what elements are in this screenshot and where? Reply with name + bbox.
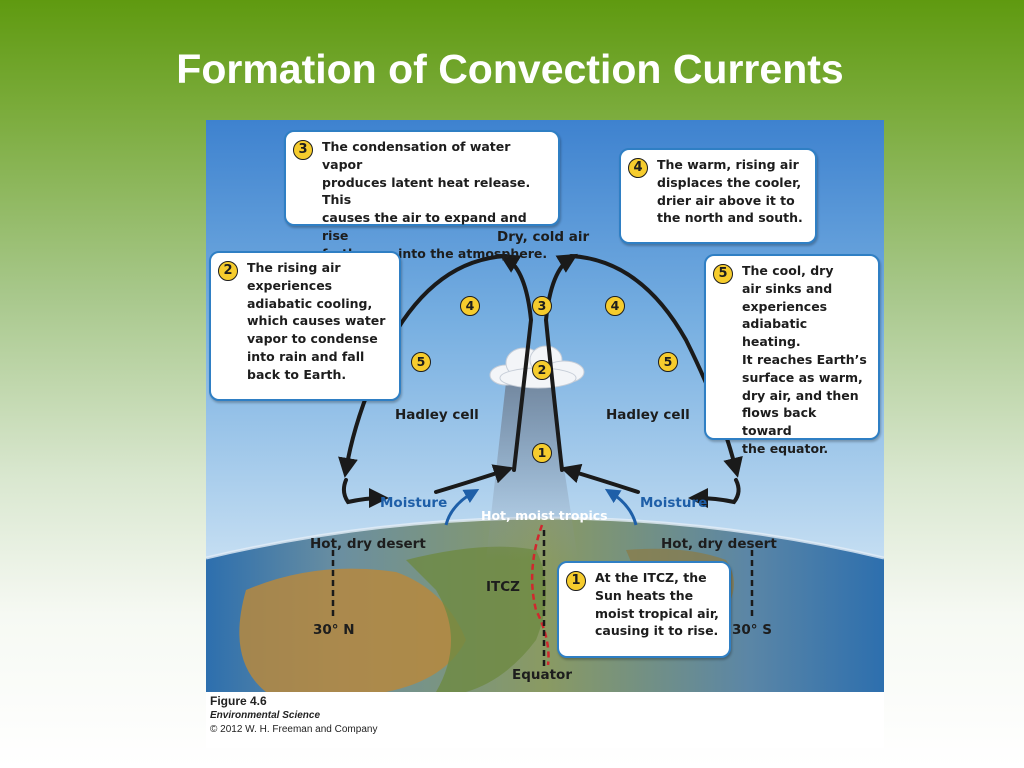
itcz-label: ITCZ — [486, 579, 520, 595]
moisture-arrow-left — [444, 489, 480, 526]
marker-4-left: 4 — [460, 296, 480, 316]
callout-5: 5 The cool, dry air sinks and experience… — [704, 254, 880, 456]
itcz-line — [530, 524, 550, 666]
moisture-arrow-right — [604, 488, 638, 526]
marker-5-right: 5 — [658, 352, 678, 372]
callout-4-text: The warm, rising air displaces the coole… — [657, 157, 803, 226]
moisture-right-label: Moisture — [640, 495, 708, 511]
marker-3-center: 3 — [532, 296, 552, 316]
marker-4-right: 4 — [605, 296, 625, 316]
marker-2-center: 2 — [532, 360, 552, 380]
convection-figure: 3 The condensation of water vapor produc… — [206, 120, 884, 748]
equator-label: Equator — [512, 667, 572, 683]
hadley-cell-right-label: Hadley cell — [606, 407, 690, 423]
figure-number: Figure 4.6 — [210, 694, 267, 708]
callout-1: 1 At the ITCZ, the Sun heats the moist t… — [557, 561, 731, 658]
callout-1-text: At the ITCZ, the Sun heats the moist tro… — [595, 570, 719, 639]
callout-4: 4 The warm, rising air displaces the coo… — [619, 148, 817, 244]
dry-cold-air-label: Dry, cold air — [497, 229, 590, 245]
slide-title: Formation of Convection Currents — [176, 46, 844, 92]
callout-2: 2 The rising air experiences adiabatic c… — [209, 251, 401, 401]
callout-4-number: 4 — [628, 158, 648, 178]
marker-1-center: 1 — [532, 443, 552, 463]
marker-5-left: 5 — [411, 352, 431, 372]
callout-3: 3 The condensation of water vapor produc… — [284, 130, 560, 261]
callout-5-number: 5 — [713, 264, 733, 284]
hot-dry-desert-left-label: Hot, dry desert — [310, 536, 426, 552]
hot-dry-desert-right-label: Hot, dry desert — [661, 536, 777, 552]
callout-2-number: 2 — [218, 261, 238, 281]
moisture-left-label: Moisture — [380, 495, 448, 511]
copyright: © 2012 W. H. Freeman and Company — [210, 724, 378, 735]
callout-3-number: 3 — [293, 140, 313, 160]
callout-5-text: The cool, dry air sinks and experiences … — [742, 263, 867, 456]
callout-1-number: 1 — [566, 571, 586, 591]
rain-column — [486, 382, 578, 560]
lat-30s-label: 30° S — [732, 622, 772, 638]
lat-30n-label: 30° N — [313, 622, 355, 638]
hot-moist-tropics-label: Hot, moist tropics — [481, 508, 608, 523]
hadley-cell-left-label: Hadley cell — [395, 407, 479, 423]
callout-3-text: The condensation of water vapor produces… — [322, 139, 548, 261]
callout-2-text: The rising air experiences adiabatic coo… — [247, 260, 386, 382]
book-title: Environmental Science — [210, 710, 321, 721]
